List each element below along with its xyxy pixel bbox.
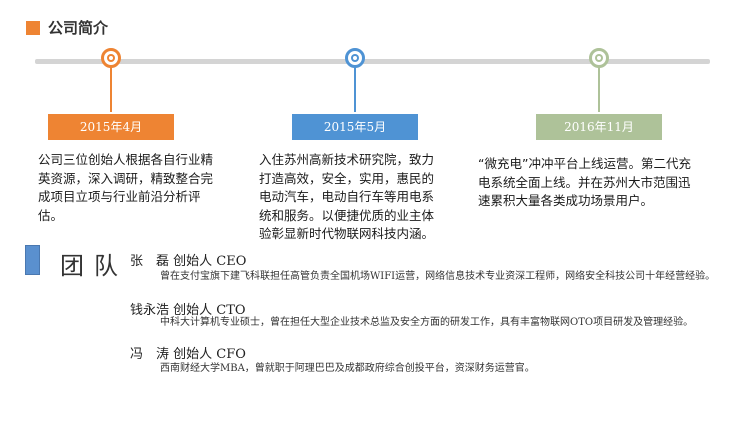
member-desc-ceo: 曾在支付宝旗下建飞科联担任高管负责全国机场WIFI运营，网络信息技术专业资深工程…	[160, 271, 716, 282]
timeline-date-3: 2016年11月	[536, 114, 662, 140]
timeline-node-1	[101, 48, 121, 68]
timeline-line	[35, 59, 710, 64]
timeline-stem-2	[354, 66, 356, 112]
timeline-desc-3: “微充电”冲冲平台上线运营。第二代充电系统全面上线。并在苏州大市范围迅速累积大量…	[478, 156, 691, 208]
timeline-date-2: 2015年5月	[292, 114, 418, 140]
team-marker	[25, 245, 40, 275]
member-desc-cfo: 西南财经大学MBA，曾就职于阿理巴巴及成都政府综合创投平台，资深财务运营官。	[160, 363, 535, 374]
timeline-node-3	[589, 48, 609, 68]
title-marker	[26, 21, 40, 35]
page-title: 公司简介	[48, 19, 109, 37]
timeline-stem-1	[110, 66, 112, 112]
timeline-node-2	[345, 48, 365, 68]
timeline-stem-3	[598, 66, 600, 112]
timeline-date-1: 2015年4月	[48, 114, 174, 140]
timeline-desc-2: 入住苏州高新技术研究院，致力打造高效，安全，实用，惠民的电动汽车，电动自行车等用…	[259, 152, 435, 241]
timeline-desc-1: 公司三位创始人根据各自行业精英资源，深入调研，精致整合完成项目立项与行业前沿分析…	[38, 152, 214, 223]
member-name-cto: 钱永浩 创始人 CTO	[130, 303, 246, 318]
member-name-cfo: 冯 涛 创始人 CFO	[130, 347, 246, 362]
member-desc-cto: 中科大计算机专业硕士，曾在担任大型企业技术总监及安全方面的研发工作，具有丰富物联…	[160, 317, 694, 328]
team-title: 团队	[60, 252, 128, 280]
member-name-ceo: 张 磊 创始人 CEO	[130, 254, 247, 269]
